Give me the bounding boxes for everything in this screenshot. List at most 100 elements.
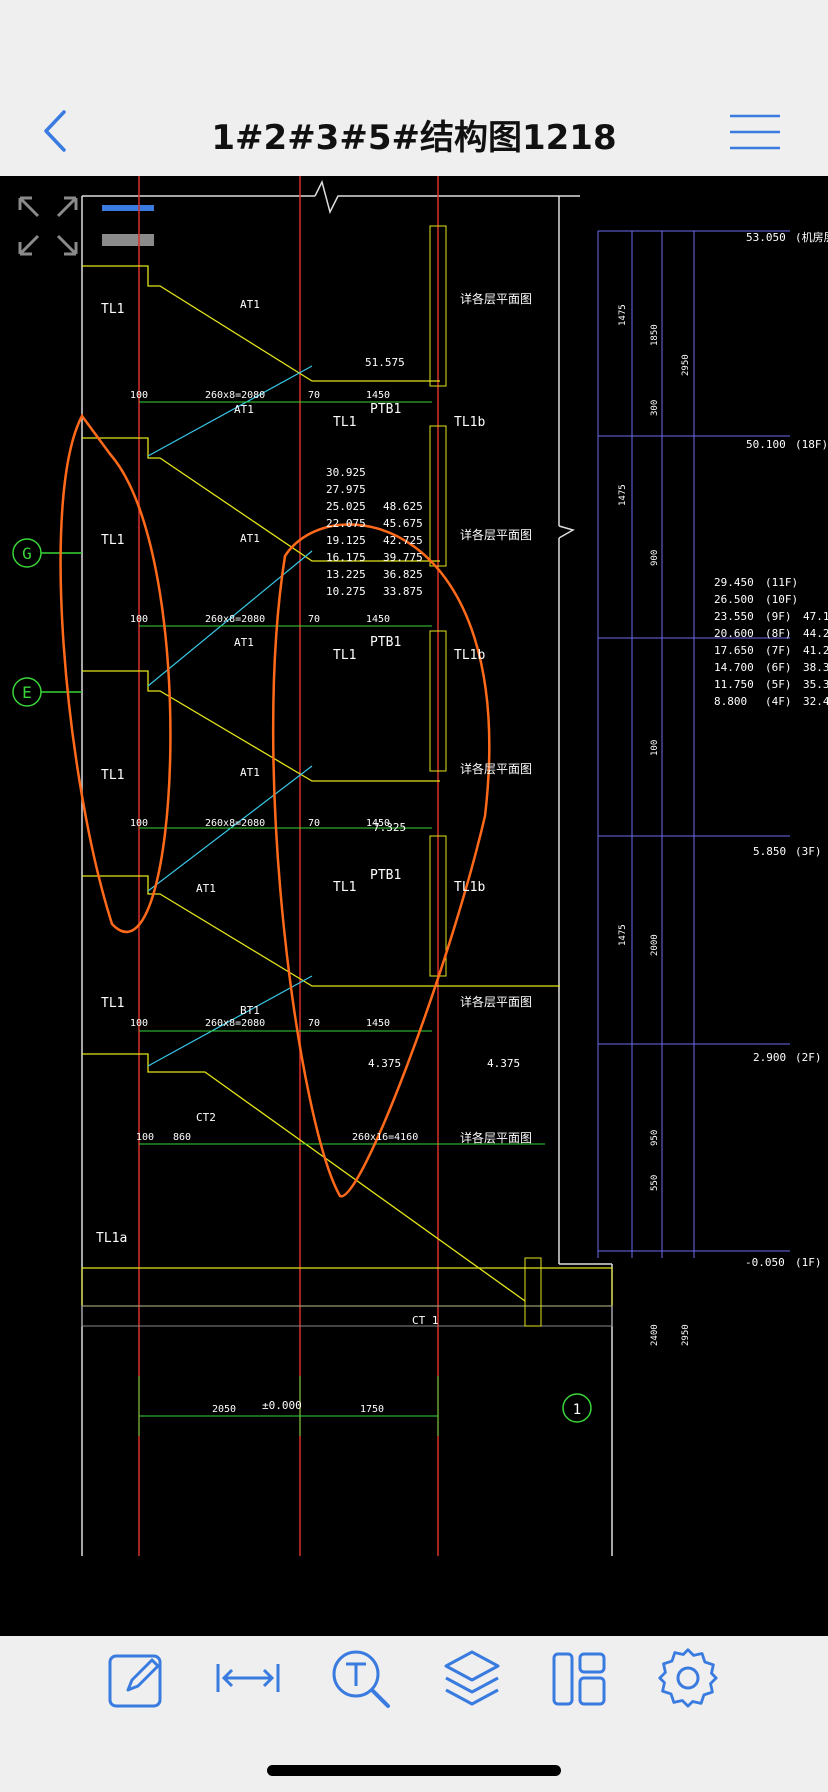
stair-label: AT1 bbox=[240, 532, 260, 545]
text-search-tool-button[interactable] bbox=[330, 1646, 394, 1710]
svg-text:100: 100 bbox=[130, 818, 148, 829]
svg-text:5.850: 5.850 bbox=[753, 845, 786, 858]
measure-tool-button[interactable] bbox=[216, 1646, 280, 1710]
beam-label: TL1 bbox=[101, 768, 124, 783]
svg-text:33.875: 33.875 bbox=[383, 585, 423, 598]
svg-text:(6F): (6F) bbox=[765, 661, 792, 674]
beam-label: TL1 bbox=[333, 880, 356, 895]
svg-text:100: 100 bbox=[136, 1132, 154, 1143]
landing-level: 51.575 bbox=[365, 356, 405, 369]
svg-text:1850: 1850 bbox=[650, 324, 660, 346]
text-search-icon bbox=[332, 1650, 390, 1708]
menu-button[interactable] bbox=[728, 112, 782, 152]
svg-text:38.30: 38.30 bbox=[803, 661, 828, 674]
svg-text:(11F): (11F) bbox=[765, 576, 798, 589]
svg-text:32.40: 32.40 bbox=[803, 695, 828, 708]
svg-text:17.650: 17.650 bbox=[714, 644, 754, 657]
cad-drawing-canvas[interactable]: G E 1 bbox=[0, 176, 828, 1636]
vertical-dimensions bbox=[597, 230, 790, 1258]
stair-label: AT1 bbox=[240, 766, 260, 779]
svg-text:8.800: 8.800 bbox=[714, 695, 747, 708]
layout-tool-button[interactable] bbox=[548, 1646, 612, 1710]
grid-lines-red bbox=[138, 176, 439, 1556]
svg-text:44.20: 44.20 bbox=[803, 627, 828, 640]
svg-text:30.925: 30.925 bbox=[326, 466, 366, 479]
svg-text:550: 550 bbox=[650, 1175, 660, 1191]
svg-text:29.450: 29.450 bbox=[714, 576, 754, 589]
svg-text:(8F): (8F) bbox=[765, 627, 792, 640]
section-note: 详各层平面图 bbox=[460, 994, 532, 1009]
fullscreen-icon[interactable] bbox=[18, 196, 78, 256]
top-navigation-bar: 1#2#3#5#结构图1218 bbox=[0, 0, 828, 176]
hamburger-menu-icon bbox=[730, 114, 780, 150]
section-note: 详各层平面图 bbox=[460, 527, 532, 542]
gear-icon bbox=[658, 1648, 718, 1708]
svg-text:100: 100 bbox=[650, 740, 660, 756]
svg-text:100: 100 bbox=[130, 1018, 148, 1029]
section-note: 详各层平面图 bbox=[460, 1130, 532, 1145]
svg-text:260x8=2080: 260x8=2080 bbox=[205, 614, 265, 625]
markup-annotations bbox=[59, 413, 491, 1198]
building-outline bbox=[81, 179, 613, 1556]
slab-label: PTB1 bbox=[370, 402, 401, 417]
hatch-slabs bbox=[81, 225, 613, 1327]
svg-text:25.025: 25.025 bbox=[326, 500, 366, 513]
elevation-markers: 53.050(机房层 50.100(18F) 5.850(3F) 2.900(2… bbox=[745, 230, 828, 1269]
layer-indicator-blue[interactable] bbox=[102, 205, 154, 211]
svg-text:260x8=2080: 260x8=2080 bbox=[205, 390, 265, 401]
horizontal-dimensions bbox=[138, 401, 545, 1436]
svg-text:1475: 1475 bbox=[618, 484, 628, 506]
svg-text:260x16=4160: 260x16=4160 bbox=[352, 1132, 418, 1143]
stair-flights-cyan bbox=[147, 365, 313, 1067]
svg-text:26.500: 26.500 bbox=[714, 593, 754, 606]
layer-indicator-gray[interactable] bbox=[102, 234, 154, 246]
beam-label: TL1 bbox=[101, 302, 124, 317]
svg-text:27.975: 27.975 bbox=[326, 483, 366, 496]
svg-text:950: 950 bbox=[650, 1130, 660, 1146]
layout-icon bbox=[552, 1652, 606, 1706]
beam-label: TL1b bbox=[454, 880, 485, 895]
landing-level: 4.375 bbox=[368, 1057, 401, 1070]
svg-text:36.825: 36.825 bbox=[383, 568, 423, 581]
svg-text:1750: 1750 bbox=[360, 1404, 384, 1415]
axis-label-1: 1 bbox=[573, 1402, 581, 1418]
vertical-dimension-texts: 1475 1850 2950 300 1475 900 100 1475 200… bbox=[618, 304, 691, 1346]
svg-text:1475: 1475 bbox=[618, 924, 628, 946]
svg-text:2950: 2950 bbox=[681, 1324, 691, 1346]
home-indicator bbox=[267, 1765, 561, 1776]
svg-text:41.25: 41.25 bbox=[803, 644, 828, 657]
stair-label: CT2 bbox=[196, 1111, 216, 1124]
svg-text:2000: 2000 bbox=[650, 934, 660, 956]
floor-elevation-table: 29.450(11F) 26.500(10F) 23.550(9F)47.15 … bbox=[714, 576, 828, 708]
svg-text:23.550: 23.550 bbox=[714, 610, 754, 623]
settings-tool-button[interactable] bbox=[656, 1646, 720, 1710]
layers-icon bbox=[444, 1650, 500, 1706]
svg-text:260x8=2080: 260x8=2080 bbox=[205, 818, 265, 829]
beam-label: TL1 bbox=[333, 648, 356, 663]
svg-text:(1F): (1F) bbox=[795, 1256, 822, 1269]
svg-text:(4F): (4F) bbox=[765, 695, 792, 708]
svg-text:70: 70 bbox=[308, 818, 320, 829]
back-button[interactable] bbox=[36, 106, 76, 156]
stair-label: BT1 bbox=[240, 1004, 260, 1017]
slab-label: PTB1 bbox=[370, 635, 401, 650]
svg-text:70: 70 bbox=[308, 390, 320, 401]
beam-label: TL1 bbox=[333, 415, 356, 430]
svg-text:100: 100 bbox=[130, 390, 148, 401]
svg-text:(9F): (9F) bbox=[765, 610, 792, 623]
svg-text:1450: 1450 bbox=[366, 614, 390, 625]
layers-tool-button[interactable] bbox=[440, 1646, 504, 1710]
svg-text:11.750: 11.750 bbox=[714, 678, 754, 691]
svg-text:70: 70 bbox=[308, 614, 320, 625]
beam-label: TL1b bbox=[454, 648, 485, 663]
stair-label: CT 1 bbox=[412, 1314, 439, 1327]
svg-text:1450: 1450 bbox=[366, 390, 390, 401]
svg-text:260x8=2080: 260x8=2080 bbox=[205, 1018, 265, 1029]
section-note: 详各层平面图 bbox=[460, 291, 532, 306]
pencil-icon bbox=[108, 1654, 162, 1708]
svg-text:(3F): (3F) bbox=[795, 845, 822, 858]
edit-tool-button[interactable] bbox=[106, 1646, 170, 1710]
svg-text:47.15: 47.15 bbox=[803, 610, 828, 623]
beam-label: TL1a bbox=[96, 1231, 127, 1246]
